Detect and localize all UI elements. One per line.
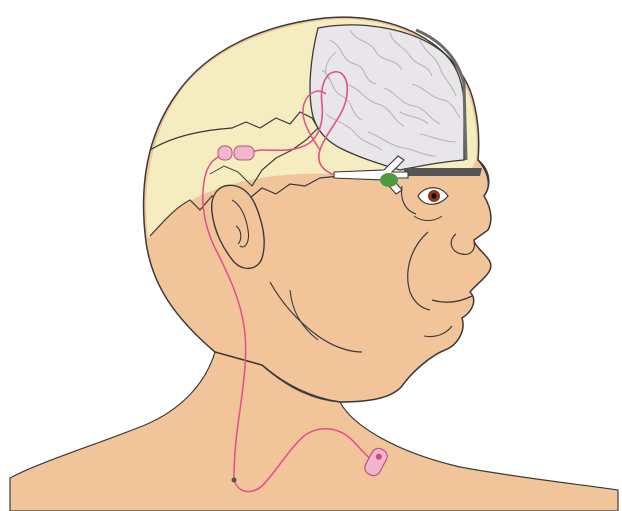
eyebrow [404,168,482,176]
target-nucleus [380,173,398,187]
wire-clip [232,478,237,483]
pupil [431,193,436,198]
connector [218,146,254,160]
